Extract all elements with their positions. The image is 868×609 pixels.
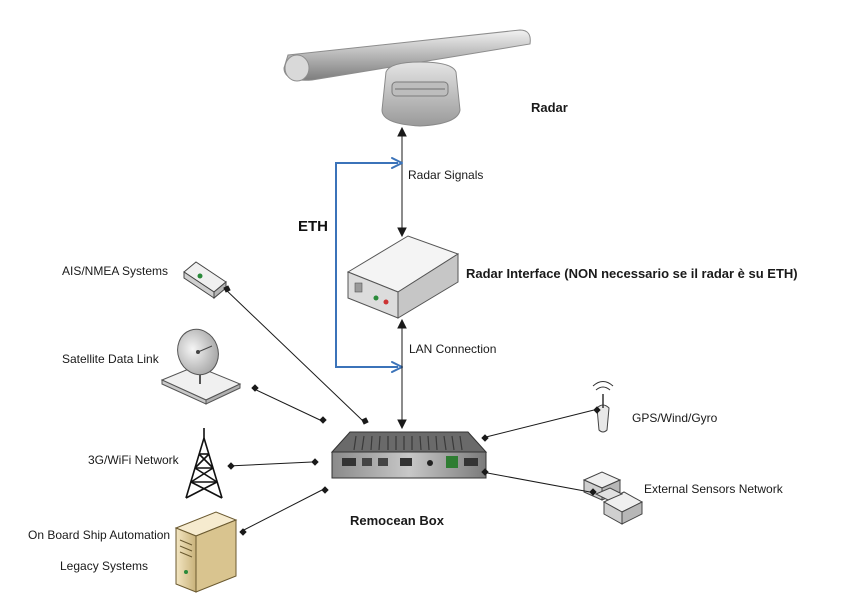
automation-label: On Board Ship Automation xyxy=(28,528,171,542)
antenna-tower-icon xyxy=(185,428,223,499)
radar-interface-icon xyxy=(346,235,460,319)
lan-connection-label: LAN Connection xyxy=(409,342,497,356)
gps-antenna-icon xyxy=(592,381,614,433)
gps-label: GPS/Wind/Gyro xyxy=(632,411,718,425)
external-sensors-label: External Sensors Network xyxy=(644,482,783,496)
satellite-label: Satellite Data Link xyxy=(62,352,159,366)
ais-device-icon xyxy=(183,261,227,300)
connector-lines xyxy=(223,285,601,536)
ais-nmea-label: AIS/NMEA Systems xyxy=(62,264,169,278)
remocean-box-label: Remocean Box xyxy=(350,513,444,528)
lan-link xyxy=(397,318,407,430)
radar-label: Radar xyxy=(531,100,568,115)
external-sensors-icon xyxy=(582,471,644,525)
network-3g-label: 3G/WiFi Network xyxy=(88,453,179,467)
server-icon xyxy=(174,511,238,593)
radar-signal-link xyxy=(397,126,407,238)
radar-antenna-icon xyxy=(283,29,531,127)
radar-interface-label: Radar Interface (NON necessario se il ra… xyxy=(466,266,798,281)
remocean-box-icon xyxy=(330,431,488,479)
radar-signals-label: Radar Signals xyxy=(408,168,484,182)
eth-line xyxy=(335,157,403,373)
legacy-systems-label: Legacy Systems xyxy=(60,559,149,573)
eth-label: ETH xyxy=(298,218,328,235)
satellite-dish-icon xyxy=(160,328,242,405)
